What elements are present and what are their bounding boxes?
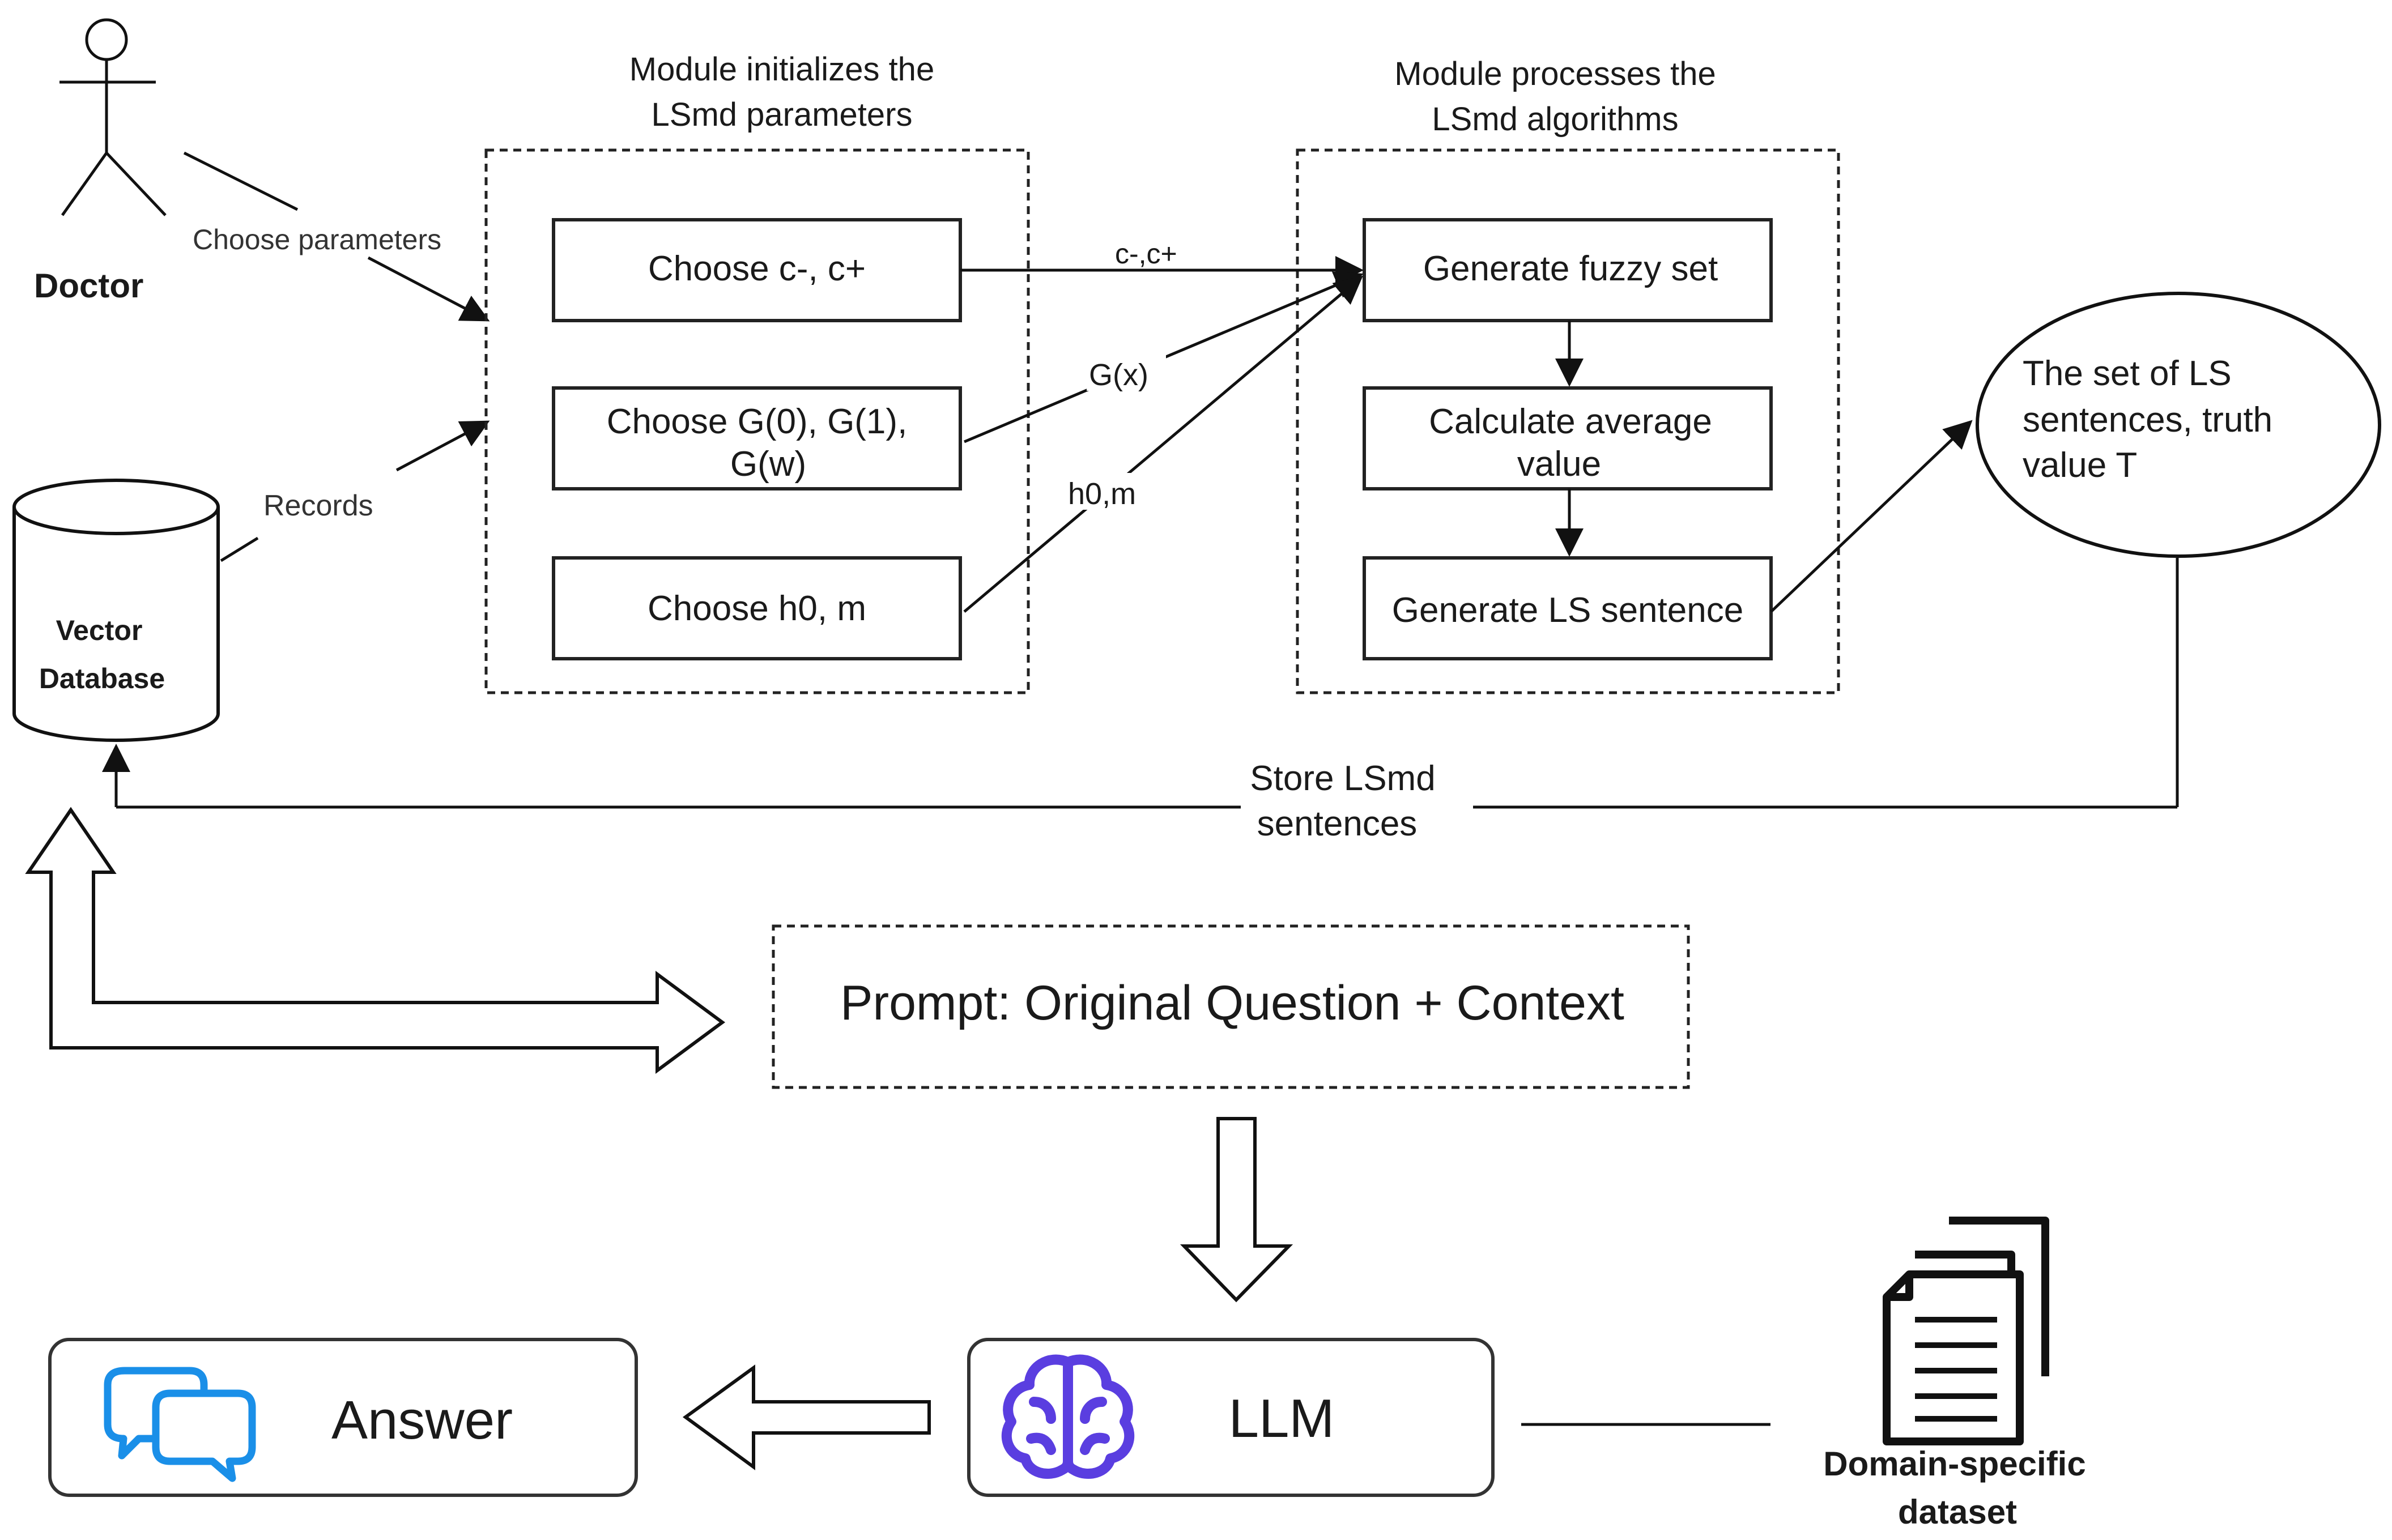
chat-bubbles-icon (104, 1367, 256, 1482)
vector-database-icon (12, 479, 220, 742)
g-edge-label: G(x) (1089, 358, 1148, 392)
store-label-2: sentences (1257, 804, 1418, 843)
h-edge (963, 275, 1363, 613)
llm-to-answer-hollow-arrow (682, 1364, 931, 1470)
generate-fuzzy-label: Generate fuzzy set (1423, 249, 1718, 288)
document-stack-icon (1883, 1217, 2049, 1445)
choose-g-label-1: Choose G(0), G(1), (607, 402, 908, 441)
doctor-label: Doctor (34, 267, 143, 305)
dataset-label-1: Domain-specific (1823, 1445, 2085, 1483)
g-edge-label-bg (1087, 354, 1166, 391)
database-prompt-hollow-arrow (25, 807, 726, 1074)
output-label-1: The set of LS (2023, 354, 2232, 393)
llm-box (967, 1338, 1495, 1497)
ls-to-output-arrow (1770, 420, 1973, 613)
choose-g-label-2: G(w) (730, 445, 806, 484)
output-label-3: value T (2023, 446, 2137, 485)
module-init-title-1: Module initializes the (629, 51, 934, 88)
h-edge-label-bg (1065, 473, 1156, 510)
output-label-2: sentences, truth (2023, 400, 2272, 440)
llm-label: LLM (1229, 1388, 1335, 1449)
vector-database-label-1: Vector (56, 615, 143, 646)
output-ellipse (1976, 292, 2381, 558)
prompt-label: Prompt: Original Question + Context (840, 976, 1624, 1030)
generate-fuzzy-box (1363, 218, 1773, 322)
choose-c-box (552, 218, 962, 322)
calculate-average-label-1: Calculate average (1429, 402, 1712, 441)
choose-parameters-label: Choose parameters (193, 224, 441, 255)
choose-h-label: Choose h0, m (648, 589, 866, 628)
records-label: Records (263, 489, 373, 522)
choose-g-box (552, 386, 962, 490)
module-process-container (1296, 148, 1840, 694)
prompt-box (772, 924, 1690, 1089)
c-edge-label: c-,c+ (1115, 238, 1177, 270)
generate-ls-label: Generate LS sentence (1392, 591, 1743, 630)
generate-ls-box (1363, 556, 1773, 660)
doctor-actor-icon (59, 18, 167, 216)
dataset-label-2: dataset (1898, 1493, 2017, 1531)
h-edge-label: h0,m (1068, 477, 1136, 511)
store-label-1: Store LSmd (1250, 759, 1435, 798)
vector-database-label-2: Database (39, 663, 165, 694)
brain-icon (1001, 1354, 1135, 1479)
choose-c-label: Choose c-, c+ (648, 249, 866, 288)
records-edge (220, 420, 490, 562)
choose-h-box (552, 556, 962, 660)
store-edge (102, 558, 2179, 809)
module-process-title-2: LSmd algorithms (1432, 101, 1678, 138)
prompt-to-llm-hollow-arrow (1180, 1117, 1293, 1303)
calculate-average-box (1363, 386, 1773, 490)
choose-parameters-edge (183, 151, 490, 322)
answer-label: Answer (331, 1390, 513, 1451)
module-init-title-2: LSmd parameters (652, 96, 913, 133)
module-process-title-1: Module processes the (1394, 56, 1716, 92)
calculate-average-label-2: value (1517, 445, 1601, 484)
